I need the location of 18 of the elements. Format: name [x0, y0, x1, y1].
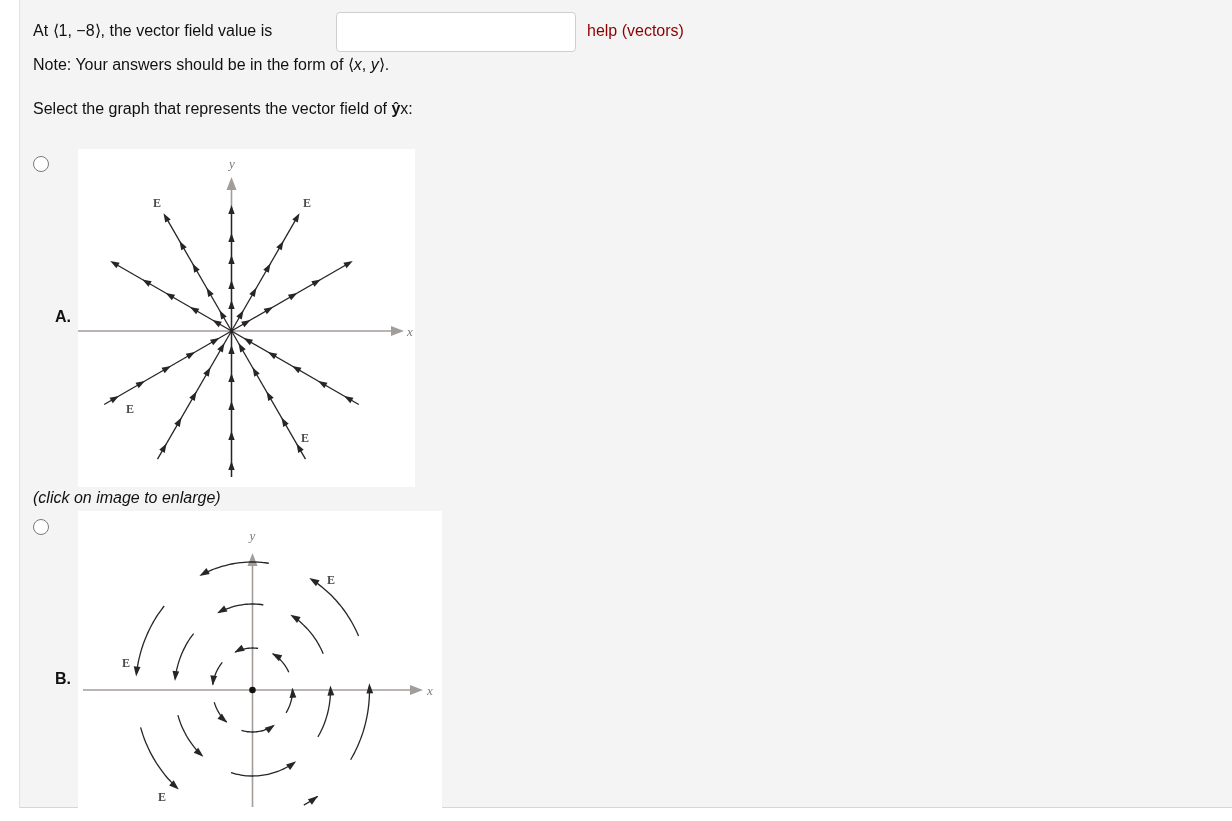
axis-label: y: [229, 156, 235, 172]
note-text: Note: Your answers should be in the form of ⟨x, y⟩.: [33, 55, 390, 75]
question-text: At ⟨1, −8⟩, the vector field value is: [33, 21, 273, 41]
axis-label: x: [407, 324, 413, 340]
question-text: Select the graph that represents the vector field of ŷx:: [33, 99, 413, 119]
field-label: E: [158, 789, 166, 805]
field-label: E: [327, 572, 335, 588]
field-label: E: [122, 655, 130, 671]
field-label: E: [301, 430, 309, 446]
axis-label: x: [427, 683, 433, 699]
axis-label: y: [249, 528, 256, 544]
help-link: help (vectors): [587, 21, 684, 41]
field-label: E: [153, 195, 161, 211]
field-label: E: [126, 401, 134, 417]
field-label: E: [303, 195, 311, 211]
option-label: B.: [55, 669, 71, 689]
enlarge-hint: (click on image to enlarge): [33, 488, 221, 508]
option-label: A.: [55, 307, 71, 327]
